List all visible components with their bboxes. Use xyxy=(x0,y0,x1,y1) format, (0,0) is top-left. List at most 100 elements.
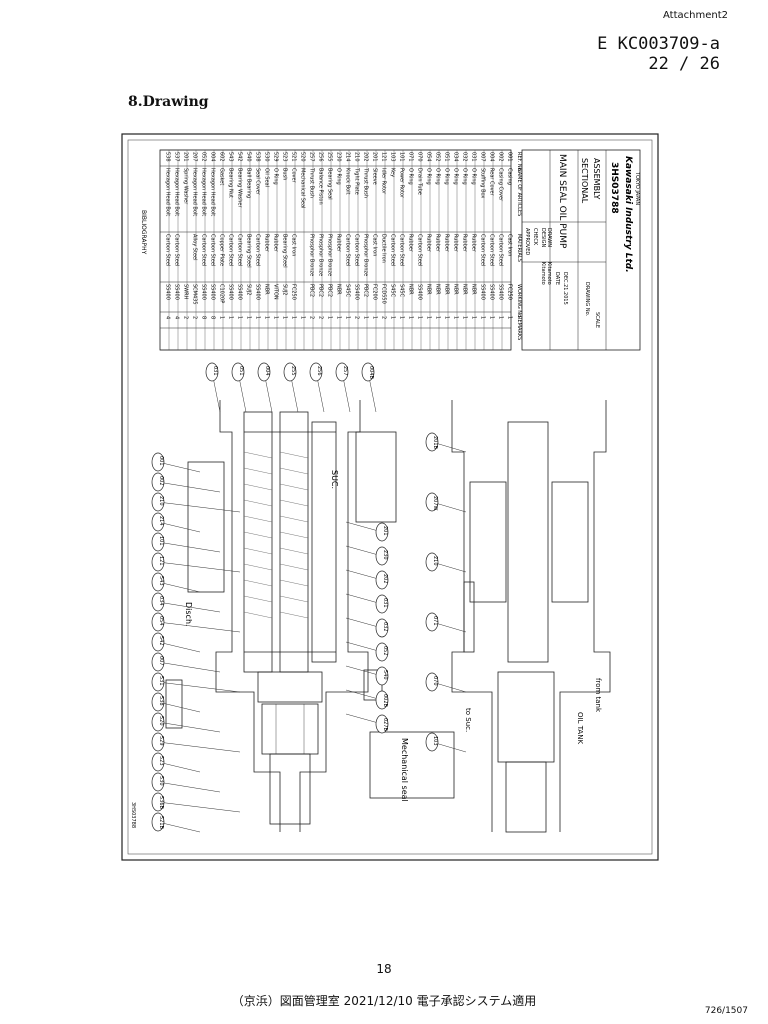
drawing-no-label: DRAWING No. xyxy=(584,282,590,317)
part-balloon-label: 542 xyxy=(158,636,164,646)
parts-cell: Cast Iron xyxy=(372,234,378,256)
parts-cell: Carbon Steel xyxy=(417,234,423,266)
parts-cell: 201 xyxy=(183,152,189,162)
balloon-leader xyxy=(157,581,201,593)
parts-cell: 1 xyxy=(444,316,450,319)
part-balloon xyxy=(151,592,165,612)
balloon-leader xyxy=(157,481,221,493)
part-balloon xyxy=(425,552,439,572)
part-balloon xyxy=(151,612,165,632)
part-balloon xyxy=(151,772,165,792)
parts-cell: Mechanical Seal xyxy=(300,168,306,208)
parts-cell: 1 xyxy=(219,316,225,319)
part-balloon-label: 101 xyxy=(158,536,164,546)
parts-cell: 034 xyxy=(453,152,459,162)
parts-cell: Bearing Steel xyxy=(282,234,288,268)
parts-cell: Rubber xyxy=(435,234,441,253)
parts-cell: 257 xyxy=(309,152,315,162)
balloon-leader xyxy=(157,621,241,633)
part-balloon xyxy=(361,362,375,382)
parts-cell: FC250 xyxy=(507,284,513,300)
part-balloon xyxy=(375,690,389,710)
page-count: 726/1507 xyxy=(704,1006,748,1016)
parts-cell: O Ring xyxy=(453,168,459,185)
part-balloon xyxy=(231,362,245,382)
design-label: DESIGN xyxy=(540,228,546,248)
part-balloon xyxy=(151,712,165,732)
parts-cell: Hexagon Head Bolt xyxy=(210,168,216,216)
part-balloon-label: 027B xyxy=(382,718,388,732)
parts-cell: 1 xyxy=(435,316,441,319)
parts-cell: 1 xyxy=(237,316,243,319)
parts-cell: PBC2 xyxy=(309,284,315,297)
part-balloon-label: 255 xyxy=(290,366,296,376)
part-balloon xyxy=(151,532,165,552)
part-balloon-label: 121 xyxy=(158,556,164,566)
document-number: E KC003709-a xyxy=(597,34,720,54)
parts-cell: Rubber xyxy=(336,234,342,253)
parts-cell: 051 xyxy=(444,152,450,162)
parts-cell: 1 xyxy=(390,316,396,319)
balloon-leader xyxy=(157,721,221,733)
parts-cell: VITON xyxy=(273,284,279,300)
parts-cell: O Ring xyxy=(408,168,414,185)
parts-cell: 004 xyxy=(489,152,495,162)
parts-cell: 530 xyxy=(264,152,270,162)
parts-cell: 1 xyxy=(345,316,351,319)
section-view-b xyxy=(451,400,611,833)
balloon-leader xyxy=(157,781,221,793)
parts-cell: 207 xyxy=(192,152,198,162)
part-balloon-label: 523 xyxy=(158,756,164,766)
parts-cell: 103 xyxy=(390,152,396,162)
to-suc-label: to Suc. xyxy=(464,708,472,732)
parts-cell: S45C xyxy=(345,284,351,298)
part-balloon xyxy=(425,732,439,752)
parts-cell: 2 xyxy=(309,316,315,319)
part-balloon-label: 103 xyxy=(432,736,438,746)
parts-header: NAME OF ARTICLES xyxy=(516,168,522,216)
mechanical-seal-label: Mechanical seal xyxy=(400,738,409,802)
parts-cell: NBR xyxy=(336,284,342,295)
parts-cell: Carbon Steel xyxy=(480,234,486,266)
part-balloon xyxy=(151,512,165,532)
parts-cell: Spring Washer xyxy=(183,168,189,205)
parts-cell: 101 xyxy=(399,152,405,162)
parts-cell: Carbon Steel xyxy=(489,234,495,266)
date-value: DEC.21.2015 xyxy=(562,272,568,305)
parts-cell: SS400 xyxy=(237,284,243,300)
designer-name: Kitamoto xyxy=(540,262,546,285)
parts-cell: SS400 xyxy=(255,284,261,300)
part-balloon-label: 031 xyxy=(382,598,388,608)
parts-cell: Carbon Steel xyxy=(237,234,243,266)
part-balloon xyxy=(151,672,165,692)
parts-cell: 537 xyxy=(174,152,180,162)
parts-cell: 1 xyxy=(255,316,261,319)
part-balloon xyxy=(375,570,389,590)
part-balloon xyxy=(425,672,439,692)
parts-cell: 523 xyxy=(282,152,288,162)
parts-cell: SS400 xyxy=(417,284,423,300)
parts-cell: 255 xyxy=(327,152,333,162)
parts-cell: Cast Iron xyxy=(291,234,297,256)
parts-cell: 1 xyxy=(489,316,495,319)
parts-cell: NBR xyxy=(264,284,270,295)
parts-cell: 2 xyxy=(381,316,387,319)
parts-cell: Rubber xyxy=(462,234,468,253)
parts-cell: NBR xyxy=(471,284,477,295)
bibliography-label: BIBLIOGRAPHY xyxy=(140,210,147,255)
parts-cell: O Ring xyxy=(273,168,279,185)
parts-cell: SUJ2 xyxy=(282,284,288,296)
parts-cell: Bearing Nut xyxy=(228,168,234,198)
balloon-leader xyxy=(157,741,241,753)
parts-cell: 1 xyxy=(471,316,477,319)
parts-cell: Key xyxy=(390,168,396,177)
parts-cell: Carbon Steel xyxy=(255,234,261,266)
title-drawing-no: 3HS03788 xyxy=(609,162,619,214)
document-number-block: E KC003709-a 22 / 26 xyxy=(597,34,720,74)
part-balloon-label: 201B xyxy=(432,436,438,450)
mechanical-seal-callout-box xyxy=(369,731,455,799)
parts-cell: 1 xyxy=(462,316,468,319)
parts-cell: 007 xyxy=(480,152,486,162)
date-label: DATE xyxy=(554,272,560,285)
